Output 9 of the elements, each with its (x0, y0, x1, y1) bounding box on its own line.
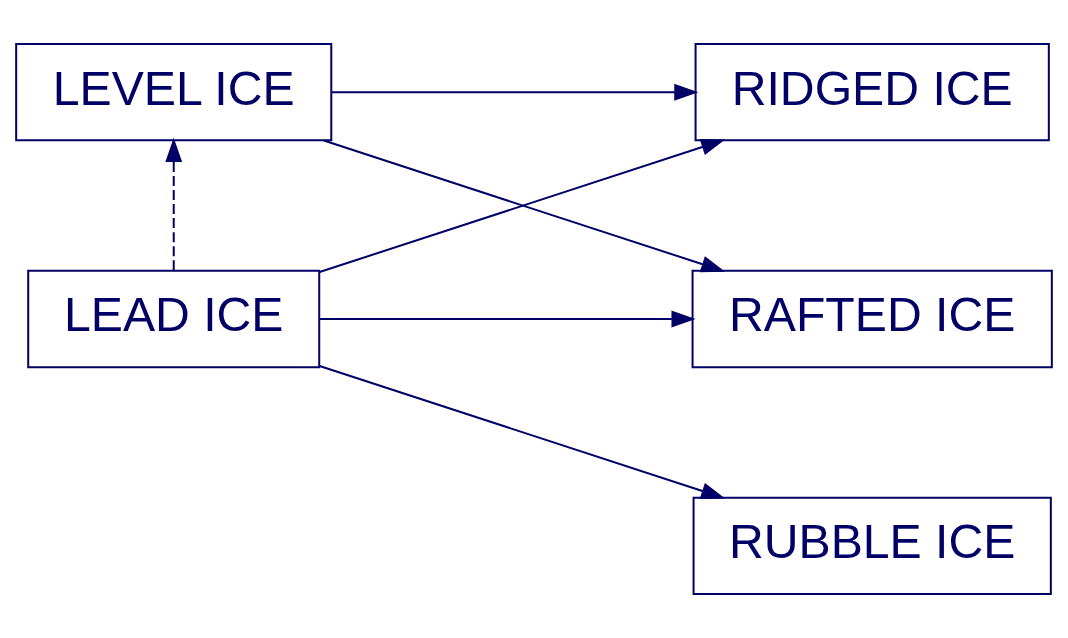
node-box: RUBBLE ICE (692, 496, 1052, 595)
node-box: RAFTED ICE (691, 269, 1053, 369)
arrow (165, 137, 183, 271)
arrow (331, 83, 699, 101)
node-box: LEVEL ICE (15, 43, 333, 142)
node-box: LEAD ICE (27, 269, 321, 369)
arrow (319, 310, 696, 328)
node-box: RIDGED ICE (694, 43, 1050, 142)
arrow (319, 365, 726, 499)
